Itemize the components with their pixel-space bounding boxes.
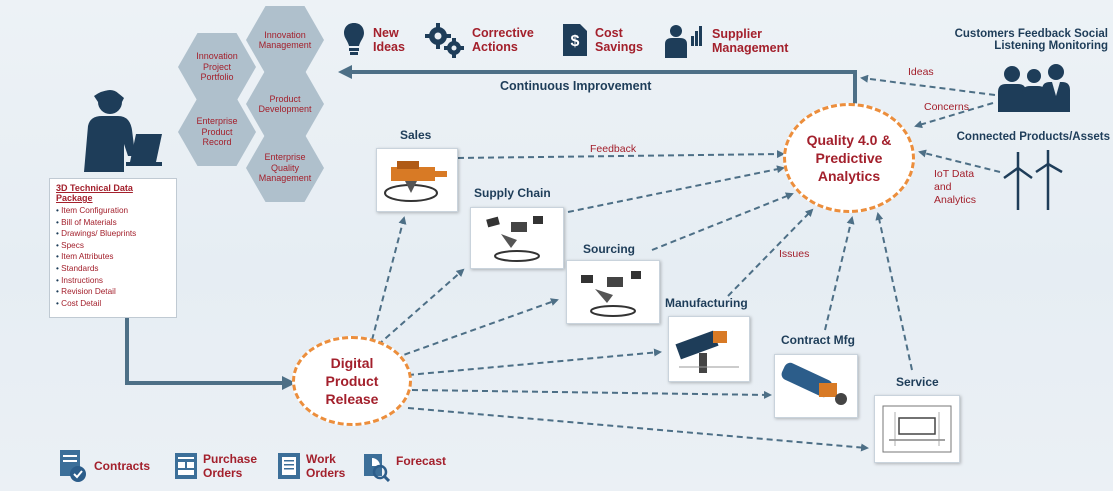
forecast-item: Forecast [364,450,446,482]
stage-contract-mfg-label: Contract Mfg [781,333,855,347]
contract-to-quality [824,216,855,331]
new-ideas-label: New Ideas [373,26,405,54]
release-to-manufacturing [407,348,662,376]
concerns-label: Concerns [924,101,969,113]
sales-machine-image [376,148,458,212]
work-orders-label: Work Orders [306,452,346,480]
list-item: Standards [56,263,170,275]
purchase-orders-item: Purchase Orders [175,452,263,480]
contract-check-icon [60,450,86,482]
list-item: Drawings/ Blueprints [56,228,170,240]
stage-sales-label: Sales [400,128,432,142]
stage-service-label: Service [896,375,939,389]
wind-turbines-icon [1003,150,1063,210]
person-chart-icon [665,25,702,58]
digital-product-release-node: Digital Product Release [292,336,412,426]
svg-text:$: $ [571,33,580,50]
data-package-title: 3D Technical Data Package [56,183,133,203]
contracts-label: Contracts [94,459,151,473]
purchase-orders-label: Purchase Orders [203,452,258,480]
dollar-document-icon: $ [563,24,587,56]
concerns-arrow [914,102,994,129]
customers-group-icon [998,64,1070,112]
supply-chain-parts-image [470,207,564,269]
new-ideas-item: New Ideas [343,22,413,58]
sourcing-parts-image [566,260,660,324]
contract-mfg-image [774,354,858,418]
list-item: Bill of Materials [56,217,170,229]
corrective-actions-label: Corrective Actions [472,26,534,54]
supplier-management-label: Supplier Management [712,27,789,55]
stage-manufacturing-label: Manufacturing [665,296,748,310]
quality-analytics-node: Quality 4.0 & Predictive Analytics [783,103,915,213]
package-to-release-arrow [125,318,296,390]
gears-icon [425,23,464,58]
data-package-list: Item Configuration Bill of Materials Dra… [56,205,170,309]
release-to-sales [371,216,407,341]
manufacturing-assembly-image [668,316,750,382]
digital-product-release-label: Digital Product Release [325,355,379,407]
work-orders-item: Work Orders [278,452,346,480]
iot-data-label: IoT Data and Analytics [934,168,977,206]
iot-arrow [918,149,1001,173]
list-item: Revision Detail [56,286,170,298]
sales-to-quality [457,150,785,159]
list-item: Item Configuration [56,205,170,217]
cost-savings-label: Cost Savings [595,26,643,54]
ideas-arrow [860,74,996,96]
supplier-management-item: Supplier Management [664,24,802,58]
release-to-service [407,407,869,452]
lightbulb-icon [344,23,364,55]
feedback-label: Feedback [590,143,637,155]
purchase-order-icon [175,453,197,479]
stage-sourcing-label: Sourcing [583,242,636,256]
list-item: Cost Detail [56,298,170,310]
work-order-icon [278,453,300,479]
supply-to-quality [567,165,785,213]
issues-label: Issues [779,248,810,260]
hex-product-development: Product Development [246,70,324,138]
list-item: Instructions [56,275,170,287]
list-item: Specs [56,240,170,252]
service-to-quality [875,212,913,371]
quality-analytics-label: Quality 4.0 & Predictive Analytics [806,132,892,184]
continuous-improvement-arrow [338,65,857,112]
customers-feedback-label: Customers Feedback Social Listening Moni… [954,28,1108,52]
contracts-item: Contracts [58,450,150,482]
connected-products-label: Connected Products/Assets [956,131,1110,143]
ideas-label: Ideas [908,66,934,78]
release-to-contract-mfg [411,389,772,399]
person-laptop-icon [84,90,162,172]
stage-supply-chain-label: Supply Chain [474,186,551,200]
service-drawing-image [874,395,960,463]
sourcing-to-quality [651,192,794,251]
forecast-label: Forecast [396,454,447,468]
corrective-actions-item: Corrective Actions [424,22,542,58]
technical-data-package: 3D Technical Data Package Item Configura… [49,178,177,318]
cost-savings-item: $ Cost Savings [563,24,645,56]
release-to-supply-chain [377,268,465,346]
continuous-improvement-label: Continuous Improvement [500,79,652,93]
release-to-sourcing [394,298,559,359]
forecast-magnifier-icon [364,454,390,482]
list-item: Item Attributes [56,251,170,263]
manufacturing-to-quality [727,208,814,297]
